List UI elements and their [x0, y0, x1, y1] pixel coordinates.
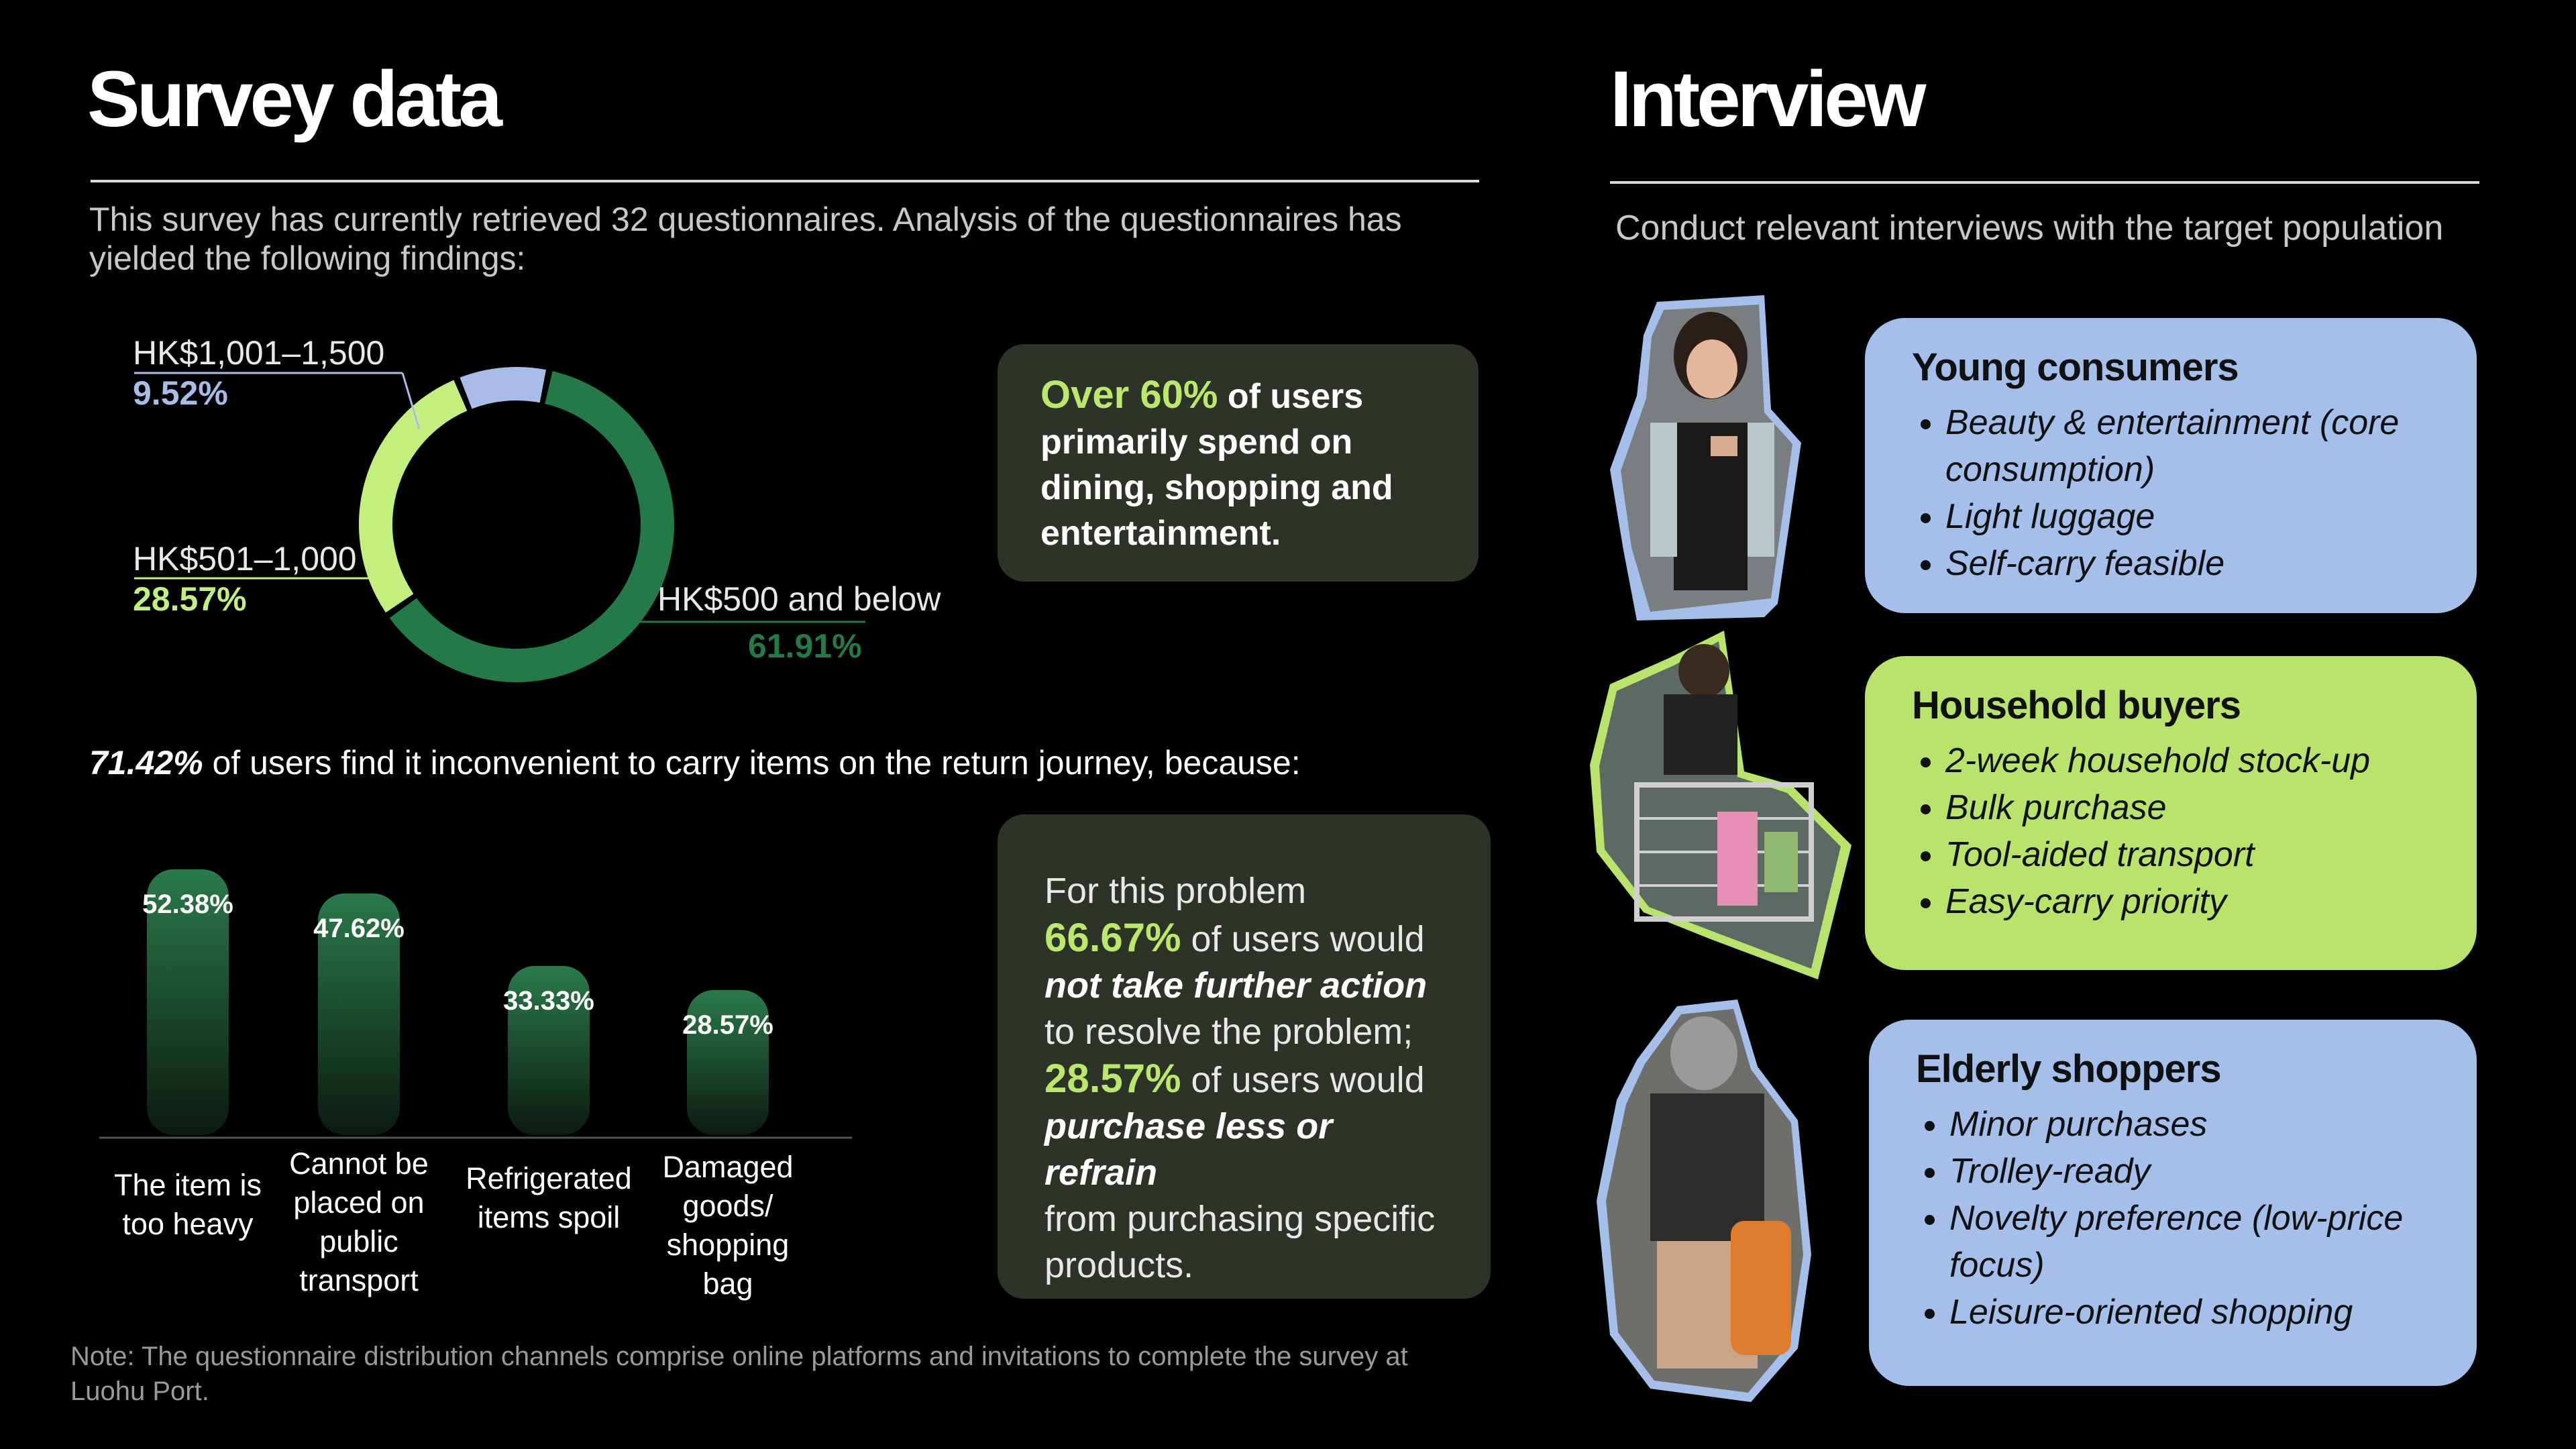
- survey-note: Note: The questionnaire distribution cha…: [70, 1342, 1408, 1406]
- bar: [318, 893, 400, 1135]
- donut-chart: [134, 367, 865, 682]
- donut-slice: [460, 367, 547, 409]
- interview-divider: [1610, 181, 2479, 184]
- problem-pct1: 66.67%: [1044, 915, 1181, 960]
- problem-pct2: 28.57%: [1044, 1056, 1181, 1101]
- donut-label-1001: HK$1,001–1,500: [133, 334, 385, 372]
- donut-slice: [389, 371, 674, 682]
- persona-item: Beauty & entertainment (core consumption…: [1945, 399, 2430, 493]
- persona-card-young: Young consumers Beauty & entertainment (…: [1865, 318, 2477, 613]
- persona-title: Household buyers: [1912, 684, 2241, 727]
- inconvenience-pct: 71.42%: [89, 744, 203, 782]
- bar-category-label: The item is too heavy: [113, 1168, 262, 1241]
- spending-highlight-text: of users primarily spend on dining, shop…: [1040, 377, 1393, 553]
- persona-item: Trolley-ready: [1949, 1148, 2430, 1195]
- persona-item: Self-carry feasible: [1945, 540, 2430, 587]
- interview-subtitle: Conduct relevant interviews with the tar…: [1615, 209, 2444, 248]
- persona-item: Novelty preference (low-price focus): [1949, 1195, 2430, 1289]
- persona-title: Young consumers: [1912, 345, 2239, 389]
- bar-category-label: Refrigerated items spoil: [466, 1161, 632, 1234]
- problem-text1: of users would: [1181, 919, 1425, 959]
- survey-divider: [91, 180, 1479, 182]
- inconvenience-statement: 71.42% of users find it inconvenient to …: [89, 743, 1301, 782]
- young-consumer-photo: [1610, 295, 1801, 621]
- leader-line-1001-b: [401, 372, 421, 430]
- household-buyer-photo: [1590, 631, 1851, 979]
- donut-pct-501: 28.57%: [133, 580, 247, 618]
- donut-slice: [359, 380, 468, 613]
- persona-item: Bulk purchase: [1945, 784, 2430, 831]
- donut-pct-1001: 9.52%: [133, 374, 228, 412]
- bar-category-label: Cannot be placed on public transport: [289, 1146, 429, 1297]
- leader-line-501-b: [375, 577, 403, 584]
- problem-text1b: to resolve the problem;: [1044, 1012, 1413, 1052]
- persona-card-household: Household buyers 2-week household stock-…: [1865, 656, 2477, 970]
- bar-value-label: 28.57%: [682, 1010, 773, 1040]
- bar: [147, 869, 229, 1135]
- problem-card: For this problem 66.67% of users would n…: [998, 814, 1491, 1299]
- survey-intro: This survey has currently retrieved 32 q…: [89, 201, 1402, 277]
- elderly-shopper-photo: [1597, 1000, 1811, 1402]
- spending-highlight-pct: Over 60%: [1040, 373, 1218, 417]
- donut-pct-500: 61.91%: [748, 627, 862, 665]
- bar-value-label: 52.38%: [142, 889, 233, 919]
- problem-em1: not take further action: [1044, 965, 1428, 1006]
- bar-chart: [99, 869, 852, 1139]
- bar: [687, 989, 769, 1135]
- persona-item: Leisure-oriented shopping: [1949, 1289, 2430, 1336]
- bar: [508, 965, 590, 1135]
- bar-value-label: 33.33%: [503, 985, 594, 1016]
- persona-item: 2-week household stock-up: [1945, 737, 2430, 784]
- inconvenience-text: of users find it inconvenient to carry i…: [203, 744, 1301, 782]
- problem-text2: of users would: [1181, 1060, 1425, 1100]
- survey-title: Survey data: [87, 55, 502, 144]
- problem-line1: For this problem: [1044, 871, 1307, 911]
- persona-title: Elderly shoppers: [1916, 1047, 2222, 1091]
- spending-highlight-card: Over 60% of users primarily spend on din…: [998, 344, 1479, 582]
- bar-value-label: 47.62%: [313, 913, 405, 943]
- bar-category-label: Damaged goods/ shopping bag: [662, 1150, 794, 1301]
- persona-item: Light luggage: [1945, 493, 2430, 540]
- persona-item: Tool-aided transport: [1945, 831, 2430, 878]
- problem-em2: purchase less or refrain: [1044, 1106, 1333, 1193]
- persona-card-elderly: Elderly shoppers Minor purchases Trolley…: [1869, 1020, 2477, 1386]
- problem-text2b: from purchasing specific products.: [1044, 1199, 1436, 1285]
- interview-title: Interview: [1610, 55, 1927, 144]
- persona-item: Easy-carry priority: [1945, 878, 2430, 925]
- donut-label-500: HK$500 and below: [657, 580, 941, 618]
- donut-label-501: HK$501–1,000: [133, 540, 357, 578]
- persona-item: Minor purchases: [1949, 1101, 2430, 1148]
